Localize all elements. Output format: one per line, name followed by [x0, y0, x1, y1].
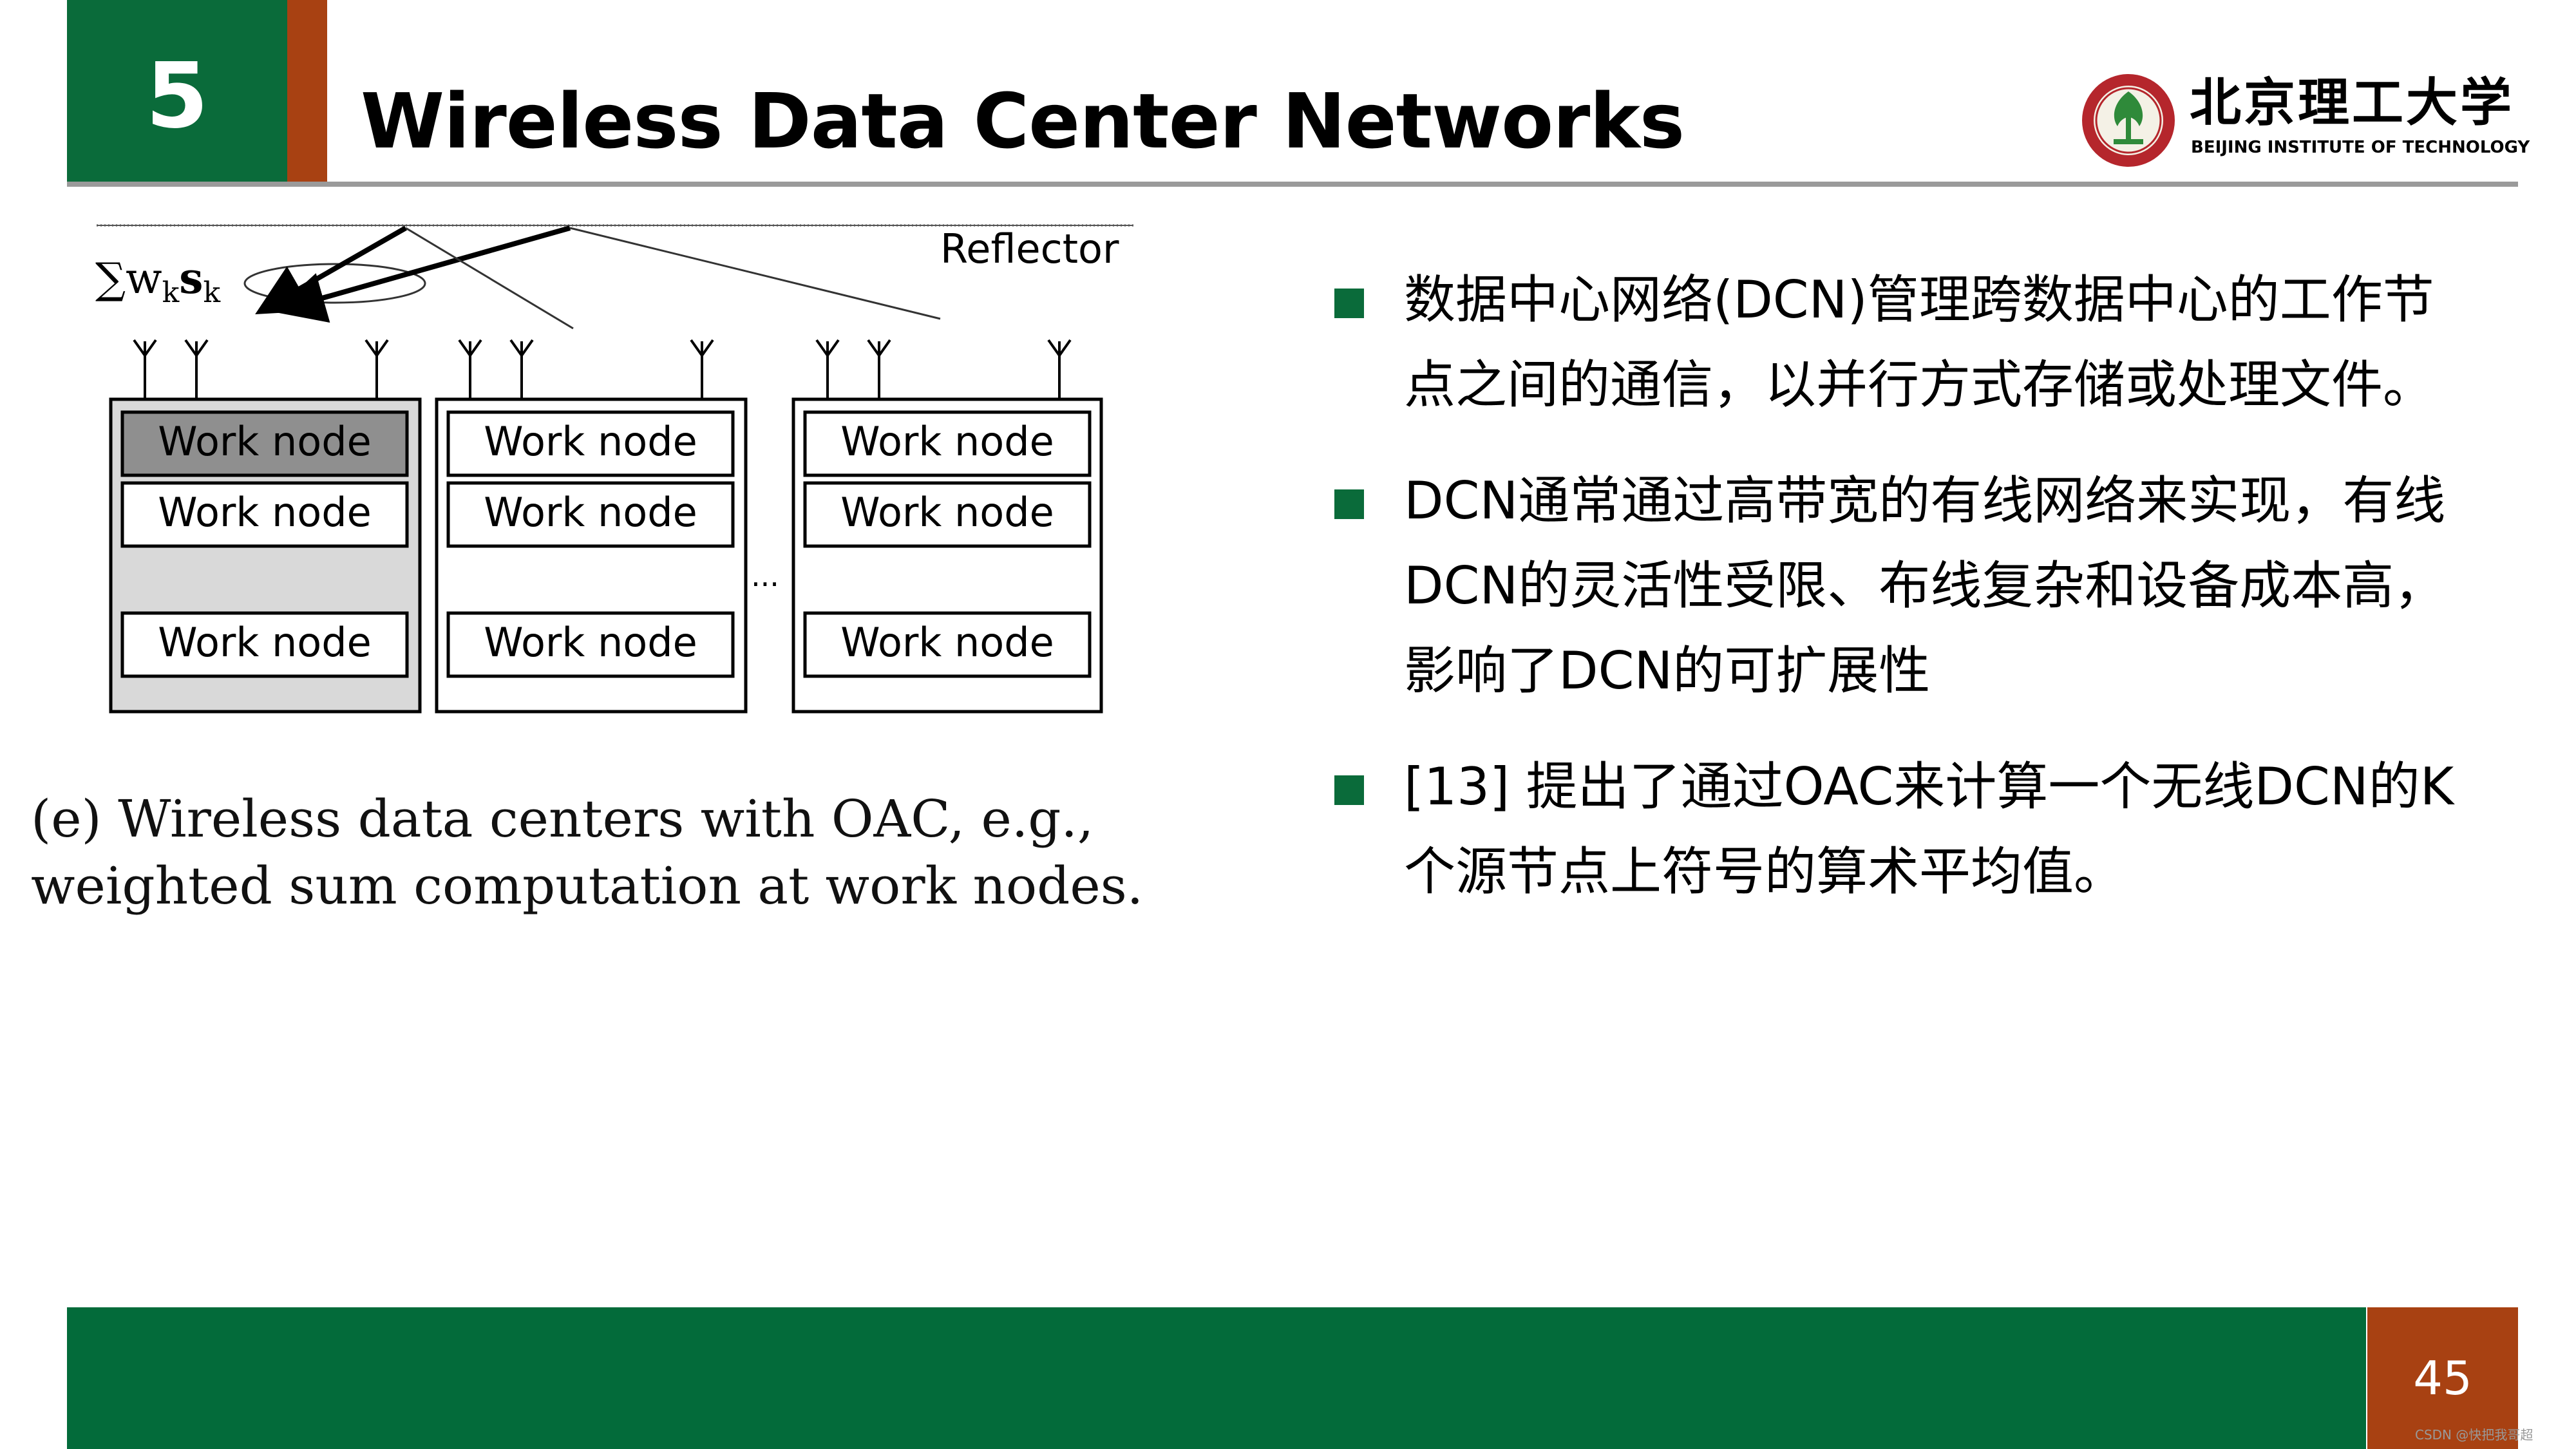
slide-title: Wireless Data Center Networks	[361, 77, 1685, 166]
rack-3: Work node Work node Work node	[791, 397, 1103, 714]
sum-bold-s: s	[179, 253, 203, 303]
section-number-box: 5	[67, 0, 287, 185]
wireless-dcn-diagram: Reflector ∑wksk Work node Wo	[95, 224, 1133, 714]
work-node-label: Work node	[158, 619, 371, 666]
work-node	[446, 611, 735, 678]
university-name-zh: 北京理工大学	[2190, 72, 2514, 133]
square-bullet-icon	[1334, 489, 1364, 519]
square-bullet-icon	[1334, 775, 1364, 805]
work-node	[446, 410, 735, 477]
page-number-box: 45	[2367, 1307, 2518, 1449]
antenna-icon	[184, 339, 209, 399]
bullet-item: [13] 提出了通过OAC来计算一个无线DCN的K个源节点上符号的算术平均值。	[1333, 744, 2467, 914]
watermark: CSDN @快把我哥超	[2415, 1427, 2533, 1443]
work-node-label: Work node	[840, 489, 1054, 536]
header-accent-bar	[287, 0, 327, 185]
work-node-label: Work node	[840, 619, 1054, 666]
sum-subscript-k: k	[162, 276, 180, 309]
work-node-label: Work node	[158, 418, 371, 465]
bullet-text: DCN通常通过高带宽的有线网络来实现，有线DCN的灵活性受限、布线复杂和设备成本…	[1404, 471, 2446, 701]
weighted-sum-label: ∑wksk	[95, 253, 220, 309]
work-node	[120, 481, 409, 548]
university-name-en: BEIJING INSTITUTE OF TECHNOLOGY	[2191, 138, 2530, 157]
sum-subscript-k2: k	[203, 276, 220, 309]
work-node	[120, 410, 409, 477]
antenna-icon	[458, 339, 482, 399]
bullet-text: 数据中心网络(DCN)管理跨数据中心的工作节点之间的通信，以并行方式存储或处理文…	[1404, 270, 2434, 415]
page-number: 45	[2413, 1351, 2472, 1405]
signal-path-2	[569, 227, 941, 320]
antenna-icon	[509, 339, 534, 399]
bullet-list: 数据中心网络(DCN)管理跨数据中心的工作节点之间的通信，以并行方式存储或处理文…	[1333, 258, 2467, 945]
work-node-label: Work node	[158, 489, 371, 536]
header-divider	[67, 182, 2518, 187]
antenna-icon	[365, 339, 389, 399]
work-node	[120, 611, 409, 678]
work-node	[803, 481, 1092, 548]
footer-bar	[67, 1307, 2366, 1449]
signal-path-1	[405, 227, 574, 330]
work-node	[803, 611, 1092, 678]
figure-diagram: Reflector ∑wksk Work node Wo	[26, 206, 1133, 721]
section-number: 5	[146, 43, 209, 149]
antenna-icon	[815, 339, 840, 399]
work-node-label: Work node	[840, 418, 1054, 465]
work-node-label: Work node	[484, 489, 697, 536]
reflected-arrow-2	[273, 225, 571, 323]
antenna-icon	[690, 339, 714, 399]
work-node-label: Work node	[484, 619, 697, 666]
antennas	[133, 339, 1072, 399]
rack-2: Work node Work node Work node	[435, 397, 748, 714]
antenna-icon	[867, 339, 891, 399]
reflector-label: Reflector	[940, 225, 1119, 272]
rack-1: Work node Work node Work node	[109, 397, 422, 714]
bullet-item: DCN通常通过高带宽的有线网络来实现，有线DCN的灵活性受限、布线复杂和设备成本…	[1333, 459, 2467, 714]
work-node-label: Work node	[484, 418, 697, 465]
bullet-item: 数据中心网络(DCN)管理跨数据中心的工作节点之间的通信，以并行方式存储或处理文…	[1333, 258, 2467, 428]
rack-ellipsis: ...	[751, 558, 779, 593]
bullet-text: [13] 提出了通过OAC来计算一个无线DCN的K个源节点上符号的算术平均值。	[1404, 757, 2454, 902]
university-logo: 北京理工大学 BEIJING INSTITUTE OF TECHNOLOGY	[2080, 70, 2530, 173]
signal-ellipse	[243, 263, 426, 304]
university-emblem-icon	[2082, 74, 2175, 167]
antenna-icon	[133, 339, 157, 399]
work-node	[803, 410, 1092, 477]
square-bullet-icon	[1334, 289, 1364, 318]
figure-caption: (e) Wireless data centers with OAC, e.g.…	[31, 789, 1144, 916]
antenna-icon	[1047, 339, 1072, 399]
work-node	[446, 481, 735, 548]
sum-symbol: ∑w	[95, 254, 162, 303]
